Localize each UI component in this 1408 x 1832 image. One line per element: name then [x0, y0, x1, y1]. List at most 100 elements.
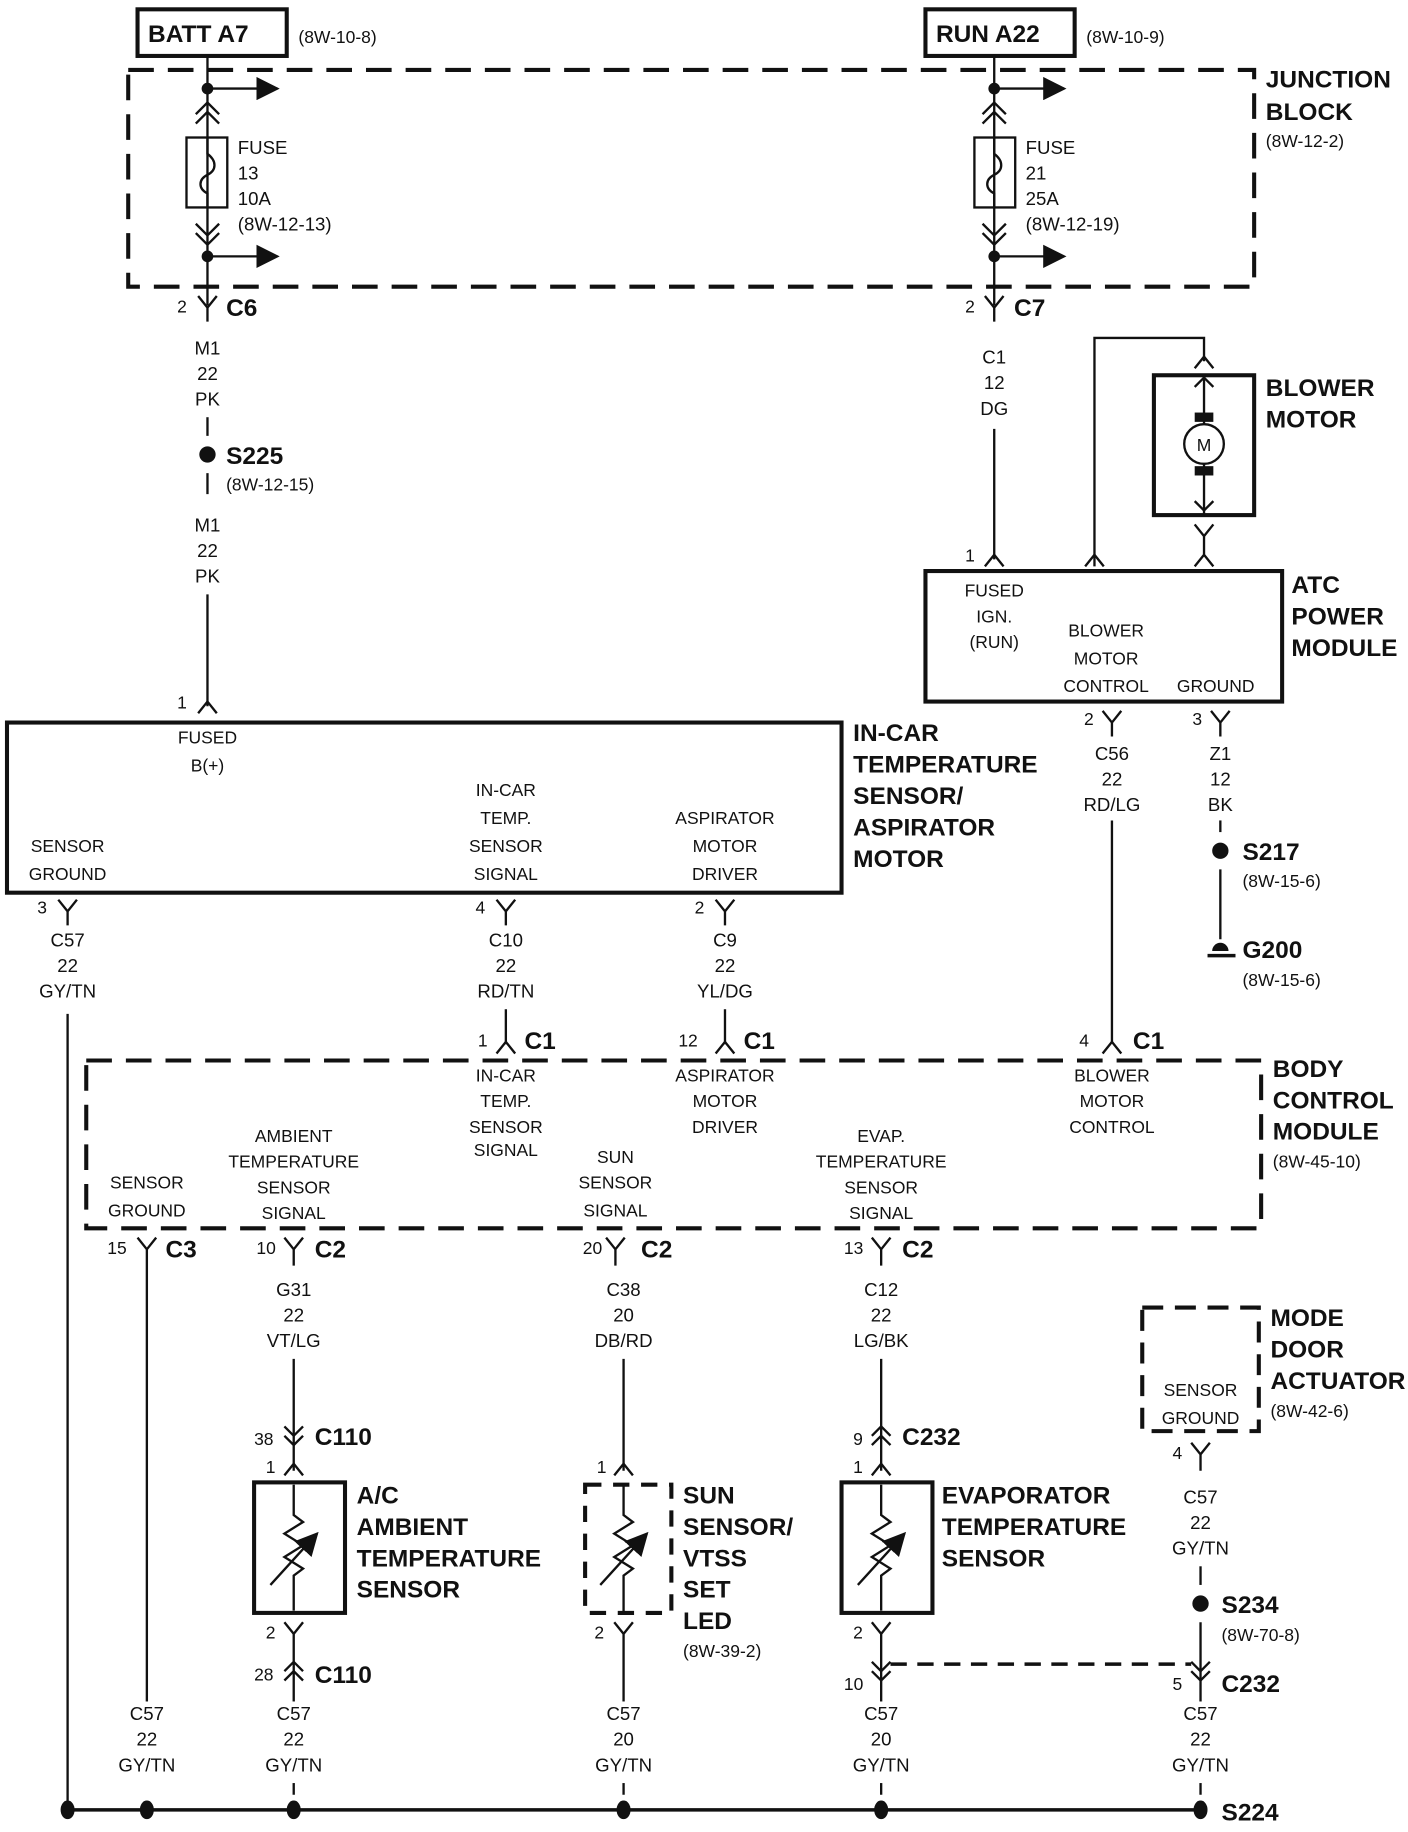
c57a-circuit: C57 — [51, 929, 85, 950]
b3-color: GY/TN — [853, 1754, 910, 1775]
ambient-title-1: A/C — [357, 1482, 399, 1509]
ic-p3-l1: SENSOR — [31, 836, 105, 856]
ambient-title-2: AMBIENT — [357, 1514, 469, 1541]
ic-p2-l2: MOTOR — [693, 836, 758, 856]
bcm-pin13: 13 — [844, 1238, 863, 1258]
bcm-pin-10-c2: 10 C2 G31 22 VT/LG 38 C110 1 — [254, 1236, 372, 1477]
fuse21-l2: 21 — [1026, 162, 1047, 183]
b2-circuit: C57 — [606, 1703, 640, 1724]
bcm-pin-13-c2: 13 C2 C12 22 LG/BK 9 C232 1 — [844, 1236, 961, 1477]
atc-pin1: 1 — [965, 546, 975, 566]
evap-pin2: 2 — [853, 1623, 863, 1643]
bcm-c1-conn-c: C1 — [1133, 1028, 1164, 1055]
bcm-t2-l1: ASPIRATOR — [675, 1065, 774, 1085]
bcm-title-1: BODY — [1273, 1056, 1344, 1083]
ic-title-2: TEMPERATURE — [853, 752, 1037, 779]
ambient-title-3: TEMPERATURE — [357, 1545, 541, 1572]
evaporator-temp-sensor: EVAPORATOR TEMPERATURE SENSOR 2 10 — [839, 1480, 1192, 1795]
c56-color: RD/LG — [1083, 794, 1140, 815]
b0-circuit: C57 — [130, 1703, 164, 1724]
splice-s225-dot — [199, 446, 216, 463]
c12-circuit: C12 — [864, 1279, 898, 1300]
bcm-b4-l4: SIGNAL — [849, 1203, 913, 1223]
evap-pin1: 1 — [853, 1457, 863, 1477]
sun-title-2: SENSOR/ — [683, 1514, 793, 1541]
c1-gauge: 12 — [984, 372, 1005, 393]
c57a-gauge: 22 — [57, 955, 78, 976]
run-ref: (8W-10-9) — [1086, 27, 1164, 47]
ic-p4-l1: IN-CAR — [476, 780, 536, 800]
bcm-t3-l2: MOTOR — [1080, 1091, 1145, 1111]
ic-p4-l2: TEMP. — [480, 808, 531, 828]
bcm-c1-pin1: 1 — [478, 1031, 488, 1051]
bcm-c1-pin12: 12 — [678, 1031, 697, 1051]
c57m-color: GY/TN — [1172, 1538, 1229, 1559]
c57m-gauge: 22 — [1190, 1512, 1211, 1533]
c7-name: C7 — [1014, 295, 1045, 322]
c110-bot-name: C110 — [315, 1662, 372, 1689]
c232-evap-pin: 10 — [844, 1674, 864, 1694]
fuse21-l4: (8W-12-19) — [1026, 214, 1120, 235]
bcm-b2-l2: TEMPERATURE — [228, 1152, 359, 1172]
m1-gauge: 22 — [197, 363, 218, 384]
b1-circuit: C57 — [277, 1703, 311, 1724]
atc-p2-l1: BLOWER — [1068, 620, 1144, 640]
junction-block: JUNCTION BLOCK (8W-12-2) — [126, 66, 1391, 289]
b2-gauge: 20 — [613, 1729, 634, 1750]
atc-p1-l3: (RUN) — [969, 632, 1018, 652]
splice-s217-dot — [1212, 842, 1229, 859]
sun-title-5: LED — [683, 1608, 732, 1635]
c9-circuit: C9 — [713, 929, 737, 950]
motor-symbol: M — [1197, 435, 1212, 455]
bcm-pin-15-c3: 15 C3 — [107, 1236, 197, 1772]
c6-pin: 2 — [177, 296, 187, 316]
fuse13-l2: 13 — [238, 162, 259, 183]
fuse13-l4: (8W-12-13) — [238, 214, 332, 235]
b0-gauge: 22 — [137, 1729, 158, 1750]
wire-c1-dg: C1 12 DG 1 — [965, 347, 1008, 568]
bcm-b4-l2: TEMPERATURE — [816, 1152, 947, 1172]
c38-circuit: C38 — [606, 1279, 640, 1300]
bcm-t2-l2: MOTOR — [693, 1091, 758, 1111]
c57a-color: GY/TN — [39, 981, 96, 1002]
bcm-b4-l3: SENSOR — [844, 1177, 918, 1197]
fuse21-l3: 25A — [1026, 188, 1060, 209]
bcm-title-3: MODULE — [1273, 1119, 1379, 1146]
ic-title-3: SENSOR/ — [853, 783, 963, 810]
bcm-pin20: 20 — [583, 1238, 603, 1258]
batt-label: BATT A7 — [148, 21, 249, 48]
c10-circuit: C10 — [489, 929, 523, 950]
ambient-title-4: SENSOR — [357, 1577, 461, 1604]
wire-m1: M1 22 PK S225 (8W-12-15) M1 22 PK 1 — [177, 337, 314, 714]
b2-color: GY/TN — [595, 1754, 652, 1775]
evap-title-1: EVAPORATOR — [942, 1482, 1111, 1509]
run-label: RUN A22 — [936, 21, 1040, 48]
connector-c7: 2 C7 — [965, 295, 1045, 322]
atc-title-1: ATC — [1291, 572, 1339, 599]
ic-pin2: 2 — [695, 898, 705, 918]
c232-mode-pin: 5 — [1173, 1674, 1183, 1694]
atc-p2-l3: CONTROL — [1063, 676, 1149, 696]
bcm-title-2: CONTROL — [1273, 1087, 1394, 1114]
blower-motor: M BLOWER MOTOR — [1084, 336, 1375, 568]
bcm-c3-conn: C3 — [166, 1236, 197, 1263]
wire-c10: 4 C10 22 RD/TN 1 C1 — [476, 898, 556, 1055]
ic-p4-l4: SIGNAL — [474, 864, 538, 884]
s217-ref: (8W-15-6) — [1242, 871, 1320, 891]
jb-ref: (8W-12-2) — [1266, 131, 1344, 151]
c232-mode-name: C232 — [1222, 1671, 1281, 1698]
s234-name: S234 — [1222, 1592, 1280, 1619]
bcm-t1-l3: SENSOR — [469, 1117, 543, 1137]
atc-power-module: FUSED IGN. (RUN) BLOWER MOTOR CONTROL GR… — [923, 569, 1397, 704]
ic-pin3: 3 — [37, 898, 47, 918]
c38-color: DB/RD — [595, 1330, 653, 1351]
atc-title-2: POWER — [1291, 604, 1384, 631]
ic-p2-l1: ASPIRATOR — [675, 808, 774, 828]
ic-title-5: MOTOR — [853, 846, 944, 873]
z1-circuit: Z1 — [1209, 743, 1231, 764]
body-control-module: IN-CAR TEMP. SENSOR SIGNAL ASPIRATOR MOT… — [84, 1056, 1394, 1231]
c232-top-name: C232 — [902, 1424, 961, 1451]
g31-circuit: G31 — [276, 1279, 311, 1300]
ground-bus-s224: S224 — [60, 1799, 1279, 1826]
ambient-pin2: 2 — [266, 1623, 276, 1643]
